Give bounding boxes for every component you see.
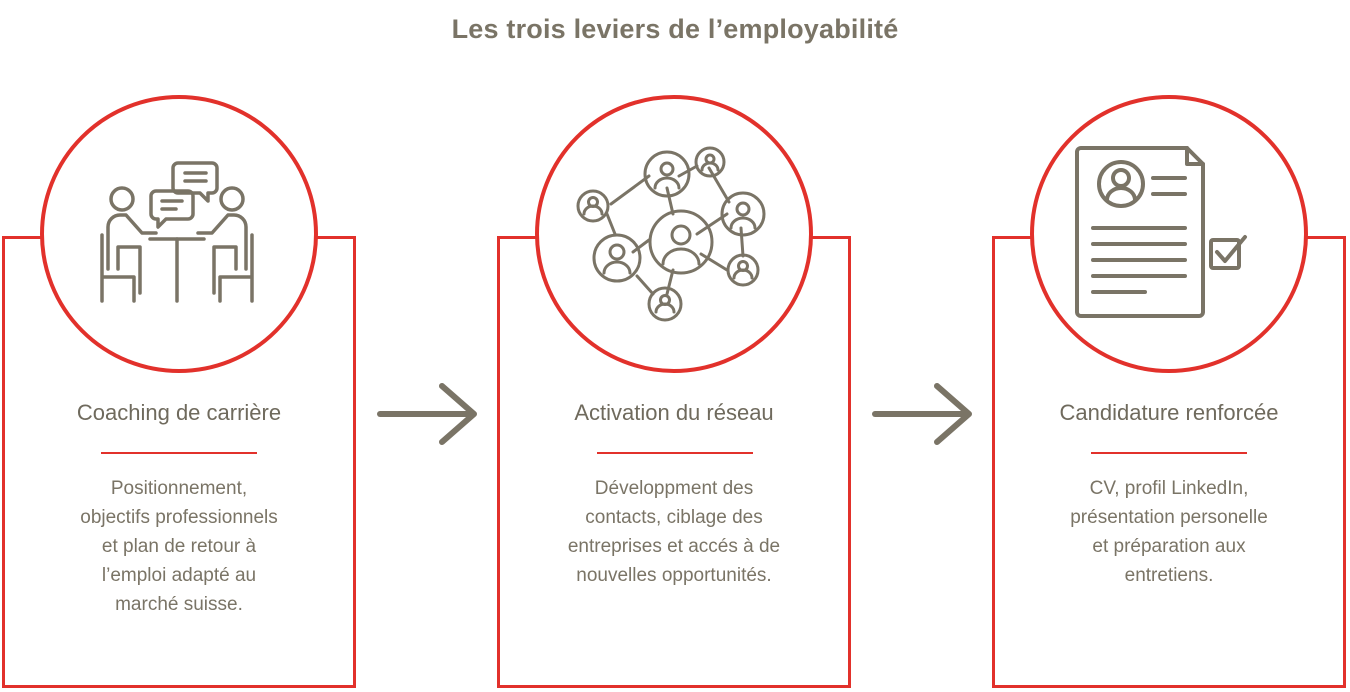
desc-line: nouvelles opportunités. bbox=[576, 565, 772, 586]
step-description-application: CV, profil LinkedIn, présentation person… bbox=[992, 474, 1346, 590]
divider-application bbox=[1091, 452, 1247, 454]
network-circle bbox=[535, 95, 813, 373]
desc-line: Positionnement, bbox=[110, 478, 248, 499]
desc-line: l’emploi adapté au bbox=[101, 565, 257, 586]
desc-line: objectifs professionnels bbox=[80, 507, 278, 528]
desc-line: entreprises et accés à de bbox=[567, 536, 781, 557]
divider-network bbox=[597, 452, 753, 454]
desc-line: présentation personelle bbox=[1070, 507, 1268, 528]
divider-coaching bbox=[101, 452, 257, 454]
desc-line: contacts, ciblage des bbox=[585, 507, 763, 528]
network-people-icon bbox=[576, 146, 766, 322]
step-heading-coaching: Coaching de carrière bbox=[76, 400, 282, 425]
step-description-network: Développment des contacts, ciblage des e… bbox=[497, 474, 851, 590]
desc-line: Développment des bbox=[594, 478, 754, 499]
arrow-right-icon bbox=[872, 383, 972, 445]
arrow-right-icon bbox=[377, 383, 477, 445]
desc-line: et préparation aux bbox=[1092, 536, 1246, 557]
desc-line: marché suisse. bbox=[115, 594, 243, 615]
coaching-circle bbox=[40, 95, 318, 373]
step-heading-application: Candidature renforcée bbox=[1059, 400, 1279, 425]
desc-line: et plan de retour à bbox=[101, 536, 257, 557]
coaching-conversation-icon bbox=[100, 161, 254, 303]
step-description-coaching: Positionnement, objectifs professionnels… bbox=[2, 474, 356, 619]
step-heading-network: Activation du réseau bbox=[574, 400, 774, 425]
resume-checkmark-icon bbox=[1075, 146, 1247, 318]
desc-line: entretiens. bbox=[1124, 565, 1214, 586]
page-title: Les trois leviers de l’employabilité bbox=[451, 14, 899, 44]
desc-line: CV, profil LinkedIn, bbox=[1089, 478, 1249, 499]
application-circle bbox=[1030, 95, 1308, 373]
